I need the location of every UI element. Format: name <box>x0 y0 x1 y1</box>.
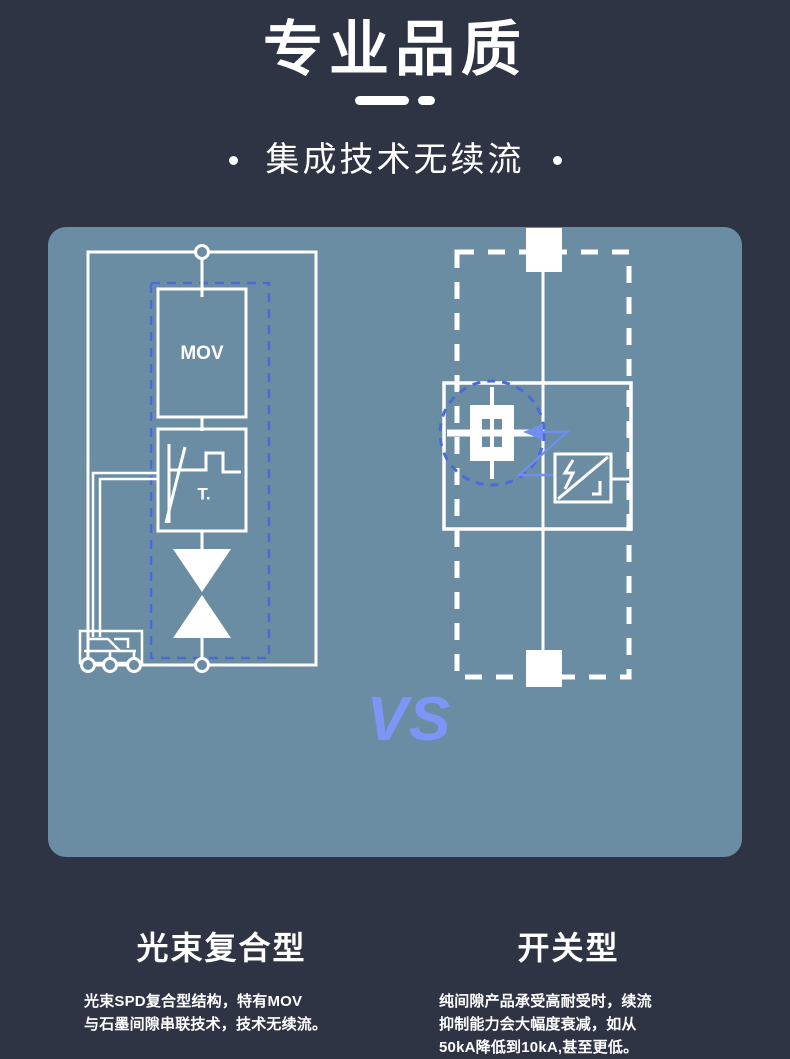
right-caption-line-2: 抑制能力会大幅度衰减，如从 <box>439 1016 637 1033</box>
right-caption-line-1: 纯间隙产品承受高耐受时，续流 <box>439 993 652 1010</box>
right-caption-body: 纯间隙产品承受高耐受时，续流 抑制能力会大幅度衰减，如从 50kA降低到10kA… <box>439 990 739 1059</box>
gdt-upper-triangle-icon <box>173 549 231 592</box>
gdt-lower-triangle-icon <box>173 595 231 638</box>
left-circuit-diagram: MOV T. <box>78 244 318 673</box>
bottom-center-terminal-circle-icon <box>194 657 210 673</box>
left-caption-line-2: 与石墨间隙串联技术，技术无续流。 <box>84 1016 328 1033</box>
bottom-terminal-circle-1-icon <box>80 657 96 673</box>
right-caption-title: 开关型 <box>517 930 620 966</box>
auxiliary-contact-hook <box>114 637 130 648</box>
top-terminal-block <box>526 228 562 272</box>
top-terminal-circle-icon <box>194 244 210 260</box>
auxiliary-branch-wire-b <box>91 471 158 637</box>
subtitle-right-dot-icon <box>552 155 562 165</box>
mov-label: MOV <box>180 343 224 364</box>
right-panel: 开关型 纯间隙产品承受高耐受时，续流 抑制能力会大幅度衰减，如从 50kA降低到… <box>395 227 742 1056</box>
subtitle-text: 集成技术无续流 <box>265 141 525 179</box>
title-divider <box>0 96 790 105</box>
left-caption-body: 光束SPD复合型结构，特有MOV 与石墨间隙串联技术，技术无续流。 <box>84 990 384 1036</box>
spd-module-dashed-outline <box>149 281 271 660</box>
page-subtitle: 集成技术无续流 <box>0 137 790 183</box>
lightning-module-diagonal <box>557 455 609 501</box>
right-circuit-diagram <box>438 228 633 687</box>
bottom-terminal-circle-3-icon <box>126 657 142 673</box>
arc-arrow-head-icon <box>523 424 543 440</box>
left-panel: MOV T. <box>48 227 395 1033</box>
auxiliary-contact-lever <box>86 637 121 658</box>
vs-label: VS <box>366 685 452 754</box>
subtitle-left-dot-icon <box>228 155 238 165</box>
page-title: 专业品质 <box>263 16 527 83</box>
lightning-module-corner-mark <box>592 481 602 496</box>
product-comparison-page: 专业品质 集成技术无续流 MOV <box>0 16 790 1056</box>
bottom-terminal-block <box>526 650 562 687</box>
bottom-terminal-circle-2-icon <box>102 657 118 673</box>
thermal-disconnector-box <box>156 427 248 533</box>
right-caption-line-3: 50kA降低到10kA,甚至更低。 <box>439 1039 639 1056</box>
left-caption-line-1: 光束SPD复合型结构，特有MOV <box>84 993 303 1010</box>
thermal-label: T. <box>197 484 210 503</box>
left-caption-title: 光束复合型 <box>136 930 307 966</box>
auxiliary-branch-wire-a <box>98 477 158 637</box>
lightning-bolt-icon <box>562 459 576 490</box>
comparison-card: MOV T. <box>48 227 742 1056</box>
outer-circuit-loop <box>86 250 318 667</box>
arc-zigzag-path <box>515 430 571 477</box>
divider-dot <box>418 96 435 105</box>
divider-bar <box>355 96 409 105</box>
